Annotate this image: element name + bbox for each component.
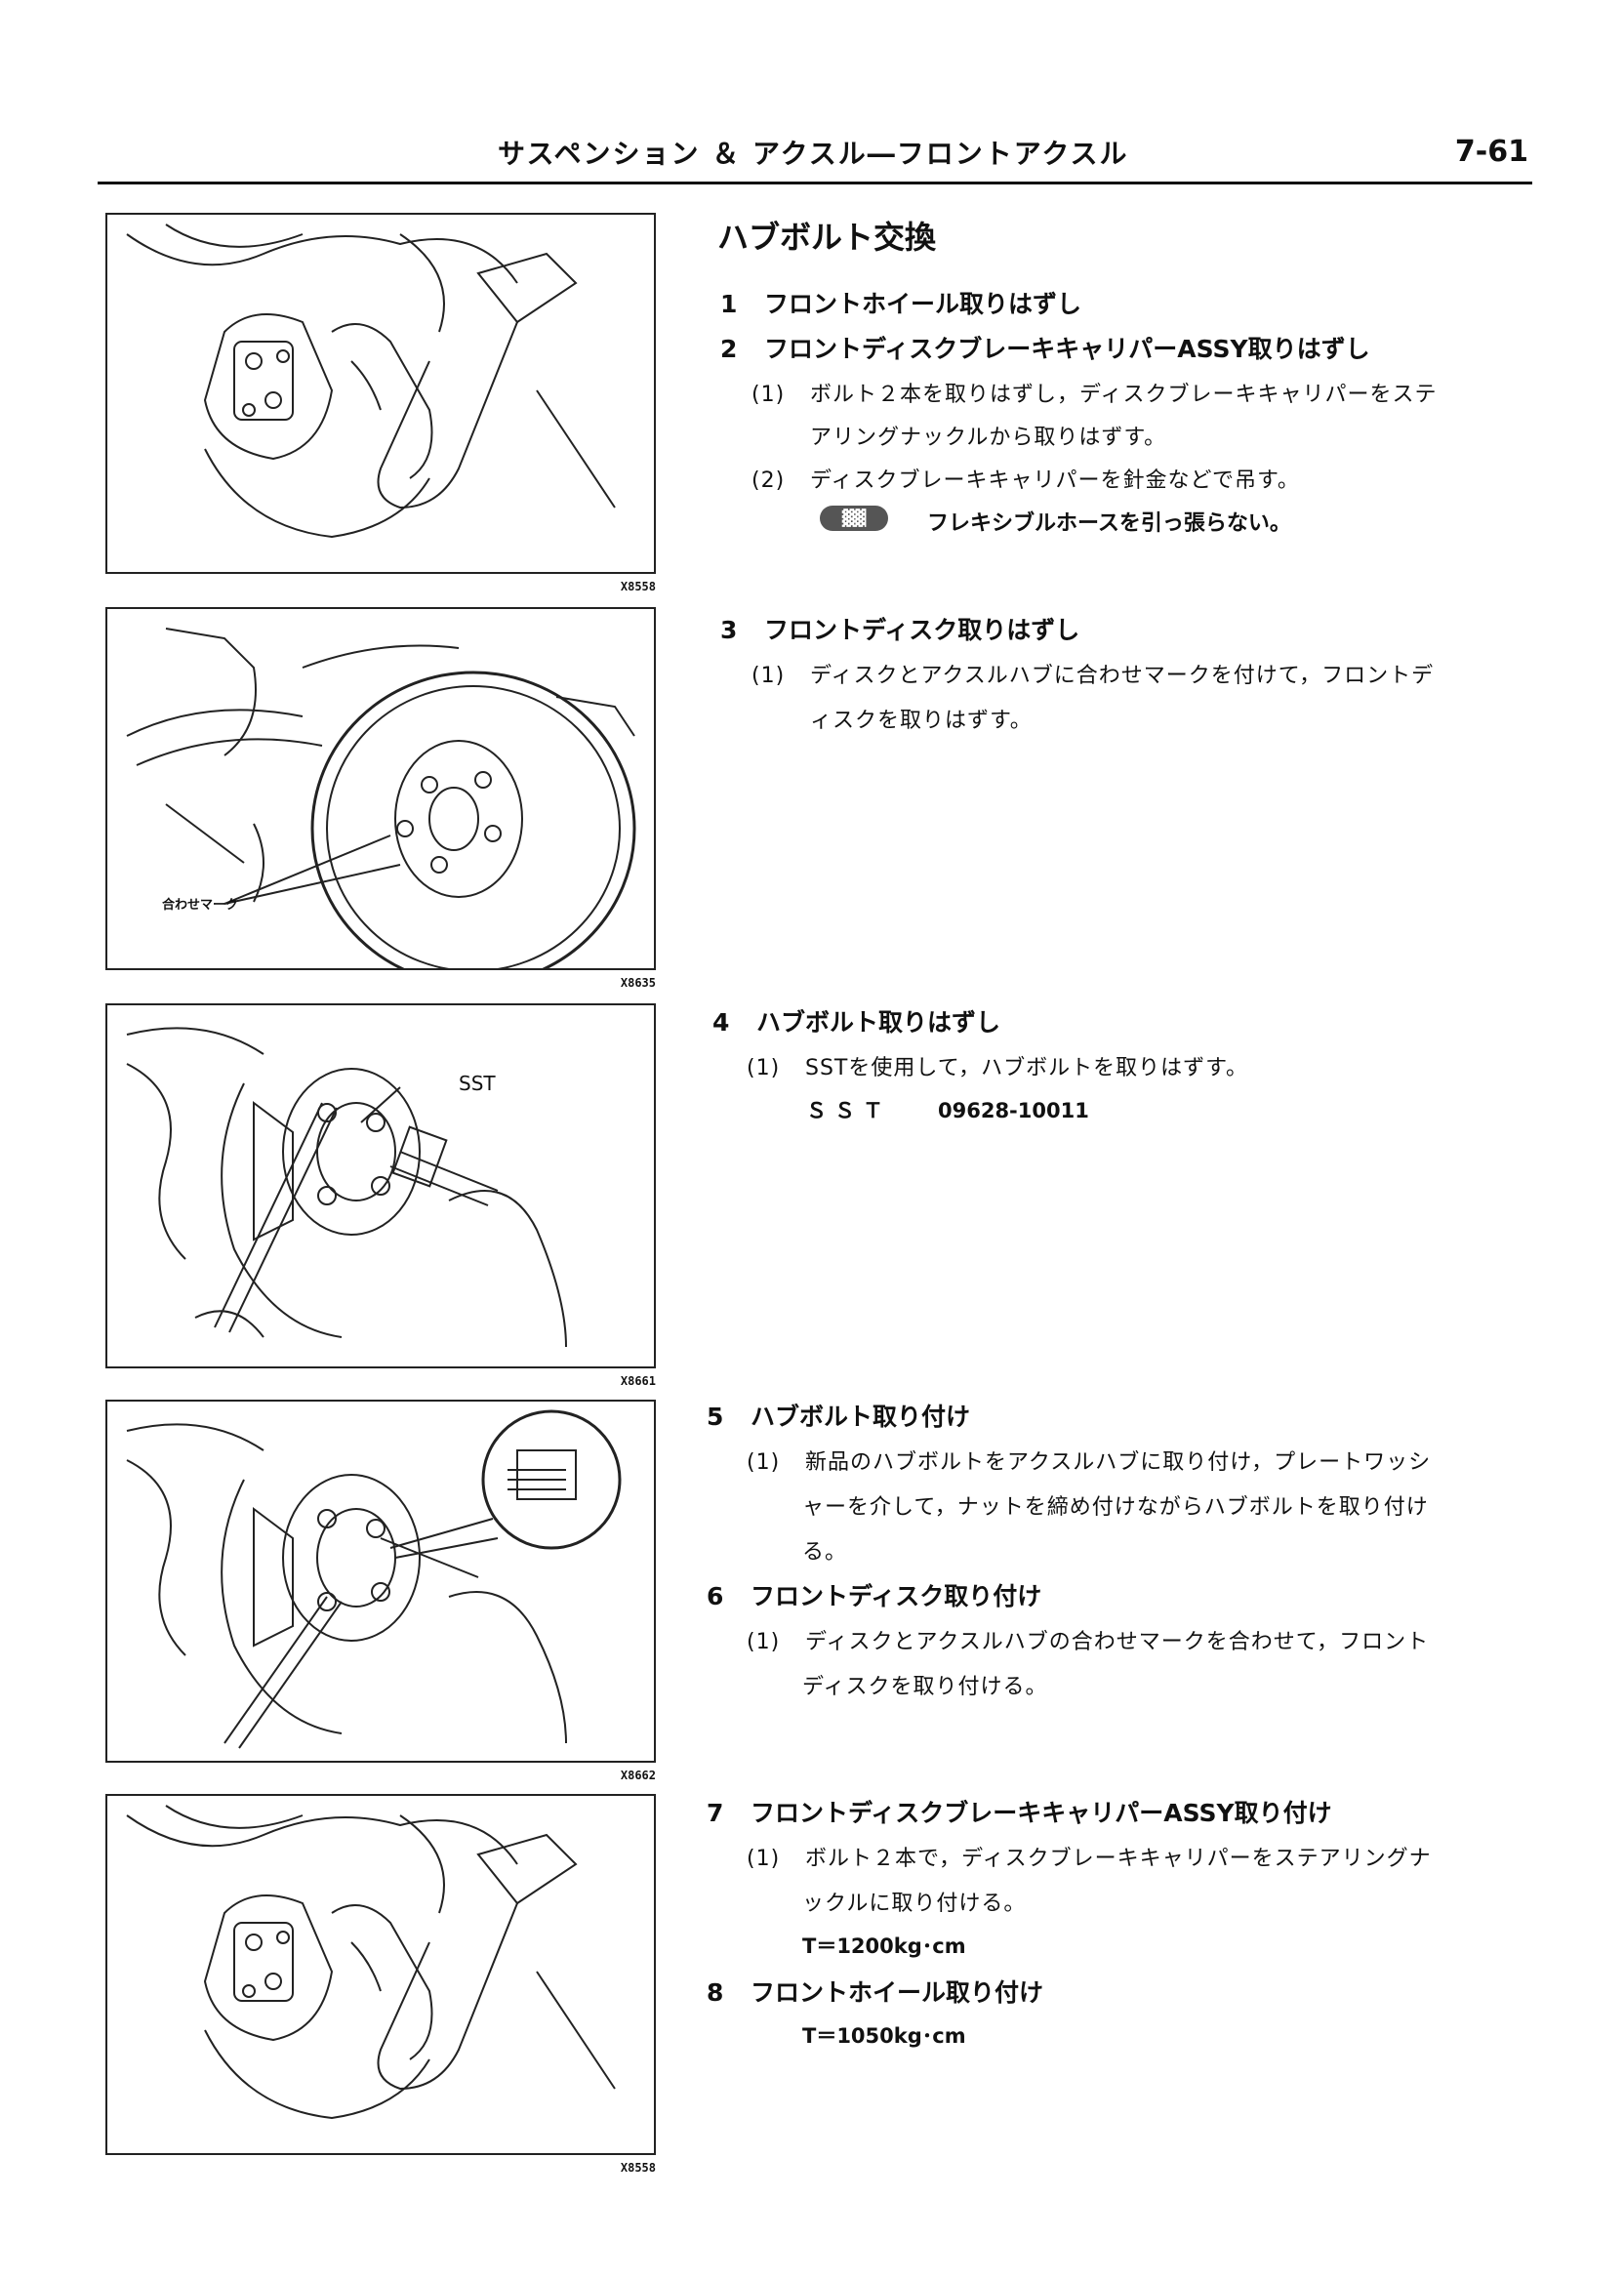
- sub-number: (1): [747, 1630, 781, 1654]
- sub-text: 新品のハブボルトをアクスルハブに取り付け，プレートワッシ: [805, 1450, 1432, 1475]
- step-7: 7 フロントディスクブレーキキャリパーASSY取り付け: [707, 1794, 1332, 1829]
- figure-hub-bolt-installation: X8662: [105, 1400, 656, 1782]
- sub-text: ディスクブレーキキャリパーを針金などで吊す。: [810, 468, 1300, 493]
- caution-badge-icon: ▓▓: [820, 506, 888, 531]
- step-number: 3: [720, 616, 738, 644]
- step-title: フロントディスク取りはずし: [764, 616, 1080, 644]
- step-title: フロントホイール取りはずし: [764, 290, 1082, 318]
- step-title: フロントディスクブレーキキャリパーASSY取り付け: [751, 1799, 1332, 1827]
- step-8: 8 フロントホイール取り付け: [707, 1974, 1043, 2009]
- figure-code: X8662: [620, 1769, 656, 1782]
- step-number: 5: [707, 1403, 724, 1431]
- figure-code: X8635: [620, 976, 656, 990]
- sub-number: (2): [751, 468, 786, 493]
- step-2-sub-2: (2) ディスクブレーキキャリパーを針金などで吊す。: [751, 463, 1300, 494]
- section-title: ハブボルト交換: [717, 219, 937, 256]
- step-number: 8: [707, 1978, 724, 2007]
- figure-hub-bolt-removal: SST X8661: [105, 1003, 656, 1388]
- step-4: 4 ハブボルト取りはずし: [712, 1003, 1000, 1038]
- caliper-illustration: [126, 224, 616, 539]
- step-title: ハブボルト取り付け: [751, 1403, 971, 1431]
- sub-number: (1): [747, 1450, 781, 1475]
- figure-code: X8661: [620, 1374, 656, 1388]
- sub-text: ディスクとアクスルハブに合わせマークを付けて，フロントデ: [810, 664, 1435, 688]
- sub-text: ボルト２本を取りはずし，ディスクブレーキキャリパーをステ: [810, 383, 1438, 407]
- step-6-sub-1-cont: ディスクを取り付ける。: [802, 1675, 1048, 1699]
- step-7-sub-1-cont: ックルに取り付ける。: [802, 1892, 1027, 1916]
- step-number: 4: [712, 1008, 730, 1037]
- step-5-sub-1: (1) 新品のハブボルトをアクスルハブに取り付け，プレートワッシ: [747, 1445, 1431, 1476]
- step-3-sub-1-cont: ィスクを取りはずす。: [810, 709, 1033, 733]
- sst-spec-label: ＳＳＴ: [806, 1099, 891, 1122]
- match-mark-label: 合わせマーク: [162, 898, 239, 913]
- sub-text: ディスクとアクスルハブの合わせマークを合わせて，フロント: [805, 1630, 1430, 1654]
- torque-spec-step-8: T＝1050kg･cm: [802, 2024, 966, 2048]
- torque-spec-step-7: T＝1200kg･cm: [802, 1934, 966, 1958]
- sub-number: (1): [751, 664, 786, 688]
- caution-text: フレキシブルホースを引っ張らない。: [927, 511, 1291, 536]
- figure-disc-removal: 合わせマーク X8635: [105, 607, 656, 990]
- step-title: フロントディスクブレーキキャリパーASSY取りはずし: [764, 335, 1370, 363]
- figure-code: X8558: [620, 2161, 656, 2175]
- sub-number: (1): [751, 383, 786, 407]
- step-5-sub-1-cont: ャーを介して，ナットを締め付けながらハブボルトを取り付け: [802, 1495, 1429, 1520]
- step-5: 5 ハブボルト取り付け: [707, 1398, 970, 1433]
- page-header: サスペンション ＆ アクスル―フロントアクスル 7-61: [98, 127, 1532, 184]
- step-4-sub-1: (1) SSTを使用して，ハブボルトを取りはずす。: [747, 1050, 1248, 1081]
- step-3-sub-1: (1) ディスクとアクスルハブに合わせマークを付けて，フロントデ: [751, 658, 1434, 689]
- sub-text: ボルト２本で，ディスクブレーキキャリパーをステアリングナ: [805, 1847, 1432, 1871]
- figure-caliper-installation: X8558: [105, 1794, 656, 2175]
- step-5-sub-1-cont-2: る。: [802, 1540, 848, 1565]
- step-number: 6: [707, 1582, 724, 1610]
- page-number: 7-61: [1454, 135, 1528, 169]
- caliper-illustration: [126, 1805, 616, 2120]
- step-2: 2 フロントディスクブレーキキャリパーASSY取りはずし: [720, 330, 1370, 365]
- step-title: フロントディスク取り付け: [751, 1582, 1042, 1610]
- step-2-sub-1: (1) ボルト２本を取りはずし，ディスクブレーキキャリパーをステ: [751, 377, 1437, 408]
- sst-label: SST: [459, 1072, 496, 1095]
- step-number: 7: [707, 1799, 724, 1827]
- step-title: ハブボルト取りはずし: [756, 1008, 1001, 1037]
- figure-caliper-removal: X8558: [105, 213, 656, 593]
- header-title: サスペンション ＆ アクスル―フロントアクスル: [498, 138, 1129, 170]
- sub-number: (1): [747, 1847, 781, 1871]
- disc-illustration: [126, 628, 636, 968]
- sst-spec: ＳＳＴ 09628-10011: [806, 1095, 1089, 1124]
- step-7-sub-1: (1) ボルト２本で，ディスクブレーキキャリパーをステアリングナ: [747, 1841, 1432, 1872]
- hub-bolt-install-illustration: [126, 1409, 622, 1749]
- step-1: 1 フロントホイール取りはずし: [720, 285, 1081, 320]
- step-6: 6 フロントディスク取り付け: [707, 1577, 1041, 1612]
- step-number: 1: [720, 290, 738, 318]
- hub-bolt-removal-illustration: [126, 1027, 567, 1348]
- step-2-sub-1-cont: アリングナックルから取りはずす。: [810, 426, 1167, 450]
- sub-number: (1): [747, 1056, 781, 1080]
- sub-text: SSTを使用して，ハブボルトを取りはずす。: [805, 1056, 1248, 1080]
- step-title: フロントホイール取り付け: [751, 1978, 1044, 2007]
- step-3: 3 フロントディスク取りはずし: [720, 611, 1079, 646]
- figure-code: X8558: [620, 580, 656, 593]
- step-6-sub-1: (1) ディスクとアクスルハブの合わせマークを合わせて，フロント: [747, 1624, 1429, 1655]
- step-number: 2: [720, 335, 738, 363]
- sst-spec-value: 09628-10011: [938, 1099, 1089, 1122]
